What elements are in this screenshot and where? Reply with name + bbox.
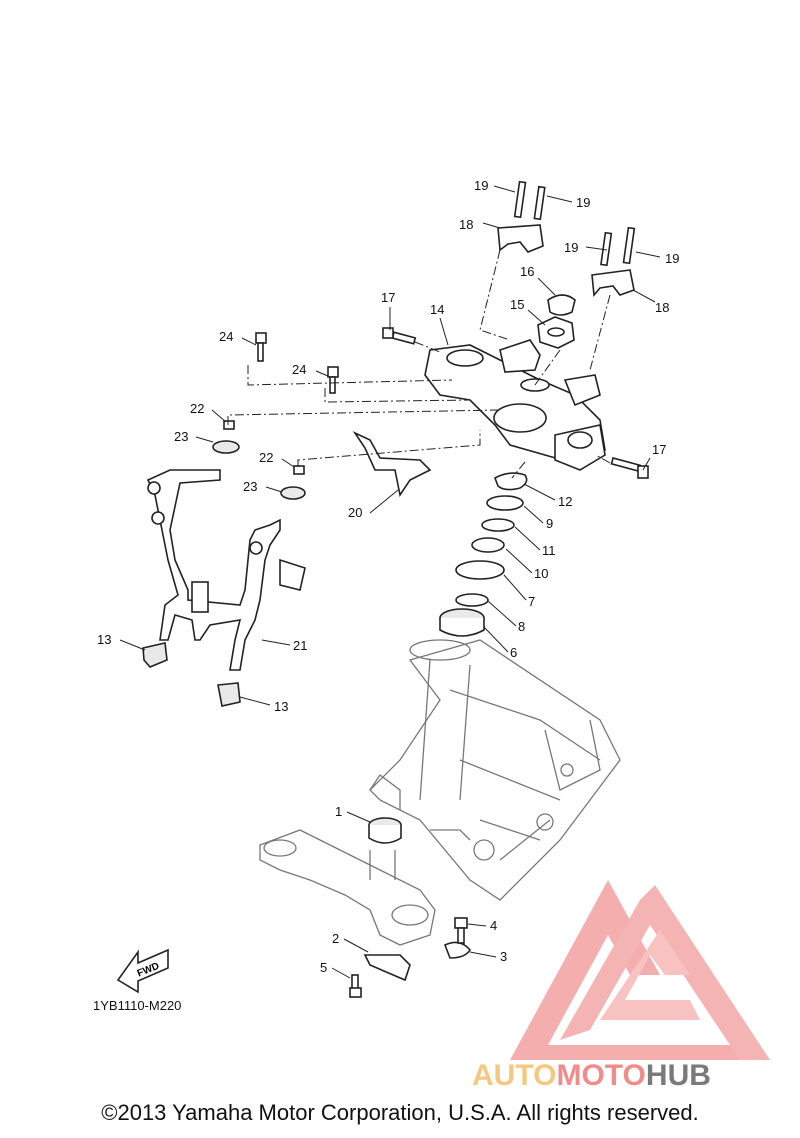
headlight-stay bbox=[146, 469, 306, 671]
cable-guide bbox=[352, 431, 432, 498]
callout-19c: 19 bbox=[564, 240, 578, 255]
callout-17b: 17 bbox=[652, 442, 666, 457]
frame-outline bbox=[369, 639, 621, 901]
callout-5: 5 bbox=[320, 960, 327, 975]
callout-10: 10 bbox=[534, 566, 548, 581]
watermark-logo bbox=[510, 880, 770, 1060]
callout-14: 14 bbox=[430, 302, 444, 317]
callout-6: 6 bbox=[510, 645, 517, 660]
callout-9: 9 bbox=[546, 516, 553, 531]
callout-15: 15 bbox=[510, 297, 524, 312]
copyright-notice: ©2013 Yamaha Motor Corporation, U.S.A. A… bbox=[101, 1100, 699, 1125]
assembly-lines bbox=[227, 249, 611, 479]
upper-bracket bbox=[424, 339, 606, 471]
callout-18b: 18 bbox=[655, 300, 669, 315]
callout-23b: 23 bbox=[243, 479, 257, 494]
callout-16: 16 bbox=[520, 264, 534, 279]
cable-clamp bbox=[349, 917, 471, 998]
fwd-arrow-icon: FWD bbox=[116, 948, 169, 994]
rubber-mounts bbox=[142, 420, 306, 707]
callout-13b: 13 bbox=[274, 699, 288, 714]
callout-21: 21 bbox=[293, 638, 307, 653]
callout-19b: 19 bbox=[576, 195, 590, 210]
diagram-code: 1YB1110-M220 bbox=[93, 998, 181, 1013]
bolts bbox=[255, 327, 649, 479]
lower-bracket bbox=[259, 817, 436, 946]
callout-4: 4 bbox=[490, 918, 497, 933]
callout-13a: 13 bbox=[97, 632, 111, 647]
callout-labels: 19 19 18 19 19 18 16 15 17 14 24 24 22 2… bbox=[97, 178, 679, 975]
watermark-hub: HUB bbox=[646, 1059, 711, 1092]
watermark-auto: AUTO bbox=[472, 1059, 556, 1092]
watermark-moto: MOTO bbox=[556, 1059, 645, 1092]
handlebar-holders bbox=[497, 180, 636, 297]
callout-19a: 19 bbox=[474, 178, 488, 193]
callout-23a: 23 bbox=[174, 429, 188, 444]
callout-2: 2 bbox=[332, 931, 339, 946]
callout-8: 8 bbox=[518, 619, 525, 634]
callout-22b: 22 bbox=[259, 450, 273, 465]
callout-24b: 24 bbox=[292, 362, 306, 377]
callout-7: 7 bbox=[528, 594, 535, 609]
callout-3: 3 bbox=[500, 949, 507, 964]
callout-1: 1 bbox=[335, 804, 342, 819]
callout-22a: 22 bbox=[190, 401, 204, 416]
callout-17a: 17 bbox=[381, 290, 395, 305]
callout-18a: 18 bbox=[459, 217, 473, 232]
watermark-text: AUTOMOTOHUB bbox=[472, 1059, 711, 1092]
leader-lines bbox=[119, 185, 661, 979]
callout-12: 12 bbox=[558, 494, 572, 509]
callout-20: 20 bbox=[348, 505, 362, 520]
callout-19d: 19 bbox=[665, 251, 679, 266]
stem-parts-stack bbox=[439, 294, 576, 637]
callout-24a: 24 bbox=[219, 329, 233, 344]
callout-11: 11 bbox=[542, 543, 556, 558]
